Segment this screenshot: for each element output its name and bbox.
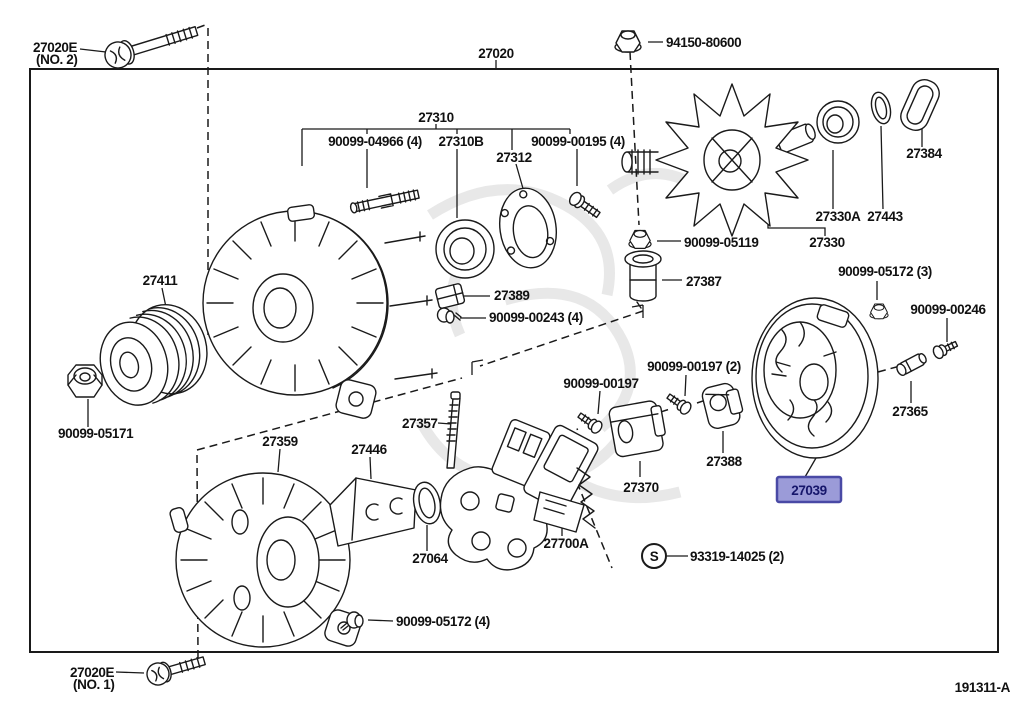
label-27387: 27387: [686, 274, 722, 289]
through-bolt-no1-drawing: [146, 656, 206, 686]
terminal-screw-246-drawing: [932, 340, 959, 360]
regulator-drawing: [523, 424, 599, 533]
bearing-retainer-drawing: [499, 187, 557, 269]
front-bracket-assembly-drawing: [202, 204, 438, 419]
label-90099-00197-2: 90099-00197 (2): [647, 359, 741, 374]
label-27359: 27359: [262, 434, 298, 449]
retainer-screw-drawing: [568, 191, 601, 219]
label-27330a: 27330A: [816, 209, 862, 224]
rear-bearing-drawing: [816, 100, 860, 144]
label-27411: 27411: [143, 273, 179, 288]
label-27039[interactable]: 27039: [791, 483, 827, 498]
label-90099-00197: 90099-00197: [563, 376, 638, 391]
label-90099-05172-3: 90099-05172 (3): [838, 264, 932, 279]
s-symbol-letter: S: [650, 549, 659, 564]
highlight-box[interactable]: [775, 475, 843, 504]
label-27020e-no2-sub: (NO. 2): [36, 52, 77, 67]
label-27370: 27370: [623, 480, 659, 495]
clamp-plate-drawing: [329, 477, 417, 547]
small-nut-5172-drawing: [869, 303, 889, 320]
through-bolt-no2-drawing: [104, 26, 199, 69]
leader-lines: [79, 41, 948, 674]
label-27384: 27384: [906, 146, 942, 161]
label-90099-00243: 90099-00243 (4): [489, 310, 583, 325]
shaped-packing-drawing: [412, 481, 442, 525]
label-90099-05171: 90099-05171: [58, 426, 134, 441]
rear-end-cover-drawing: [751, 297, 879, 459]
label-27312: 27312: [496, 150, 532, 165]
housing-screw-drawing: [340, 611, 364, 631]
label-27330: 27330: [809, 235, 845, 250]
pulley-drawing: [99, 303, 208, 406]
pulley-nut-drawing: [614, 30, 642, 53]
terminal-insulator-drawing: [434, 283, 466, 309]
label-27700a: 27700A: [544, 536, 590, 551]
rectifier-end-cover-drawing: [608, 400, 666, 458]
axis-end-marks: [471, 304, 644, 375]
highlighted-part-label-27039[interactable]: 27039: [775, 475, 843, 504]
bearing-ring-drawing: [870, 91, 892, 125]
label-90099-05119: 90099-05119: [684, 235, 758, 250]
rear-shaft-nut-drawing: [628, 229, 652, 249]
label-27020e-no1-sub: (NO. 1): [73, 677, 114, 692]
pulley-lock-nut-drawing: [67, 364, 103, 398]
battery-terminal-bolt-drawing: [896, 353, 927, 376]
terminal-cover-drawing: [900, 79, 940, 131]
label-27020e-no1: 27020E: [70, 665, 115, 680]
diagram-frame: [29, 68, 999, 653]
label-90099-00195: 90099-00195 (4): [531, 134, 625, 149]
label-27020e-no2: 27020E: [33, 40, 78, 55]
label-90099-05172-4: 90099-05172 (4): [396, 614, 490, 629]
front-bearing-drawing: [435, 219, 495, 279]
label-27389: 27389: [494, 288, 530, 303]
label-27365: 27365: [892, 404, 928, 419]
cover-screw-2-drawing: [666, 393, 692, 415]
label-27310: 27310: [418, 110, 454, 125]
label-27064: 27064: [412, 551, 448, 566]
label-27357: 27357: [402, 416, 438, 431]
cover-screw-drawing: [577, 412, 603, 434]
label-93319-14025: 93319-14025 (2): [690, 549, 784, 564]
terminal-screw-drawing: [436, 307, 462, 324]
label-90099-00246: 90099-00246: [910, 302, 986, 317]
rotor-drawing: [621, 83, 816, 237]
diagram-ref-code: 191311-A: [955, 680, 1011, 695]
terminal-cover-27388-drawing: [701, 382, 744, 430]
label-27443: 27443: [867, 209, 903, 224]
label-27446: 27446: [351, 442, 387, 457]
stud-bolt-drawing: [349, 189, 420, 214]
label-27020: 27020: [478, 46, 514, 61]
label-27388: 27388: [706, 454, 742, 469]
label-94150-80600: 94150-80600: [666, 35, 741, 50]
label-90099-04966: 90099-04966 (4): [328, 134, 422, 149]
s-standard-part-symbol: S: [641, 543, 667, 569]
label-27310b: 27310B: [439, 134, 485, 149]
bearing-cover-drawing: [624, 250, 662, 309]
rear-bracket-drawing: [169, 472, 362, 648]
